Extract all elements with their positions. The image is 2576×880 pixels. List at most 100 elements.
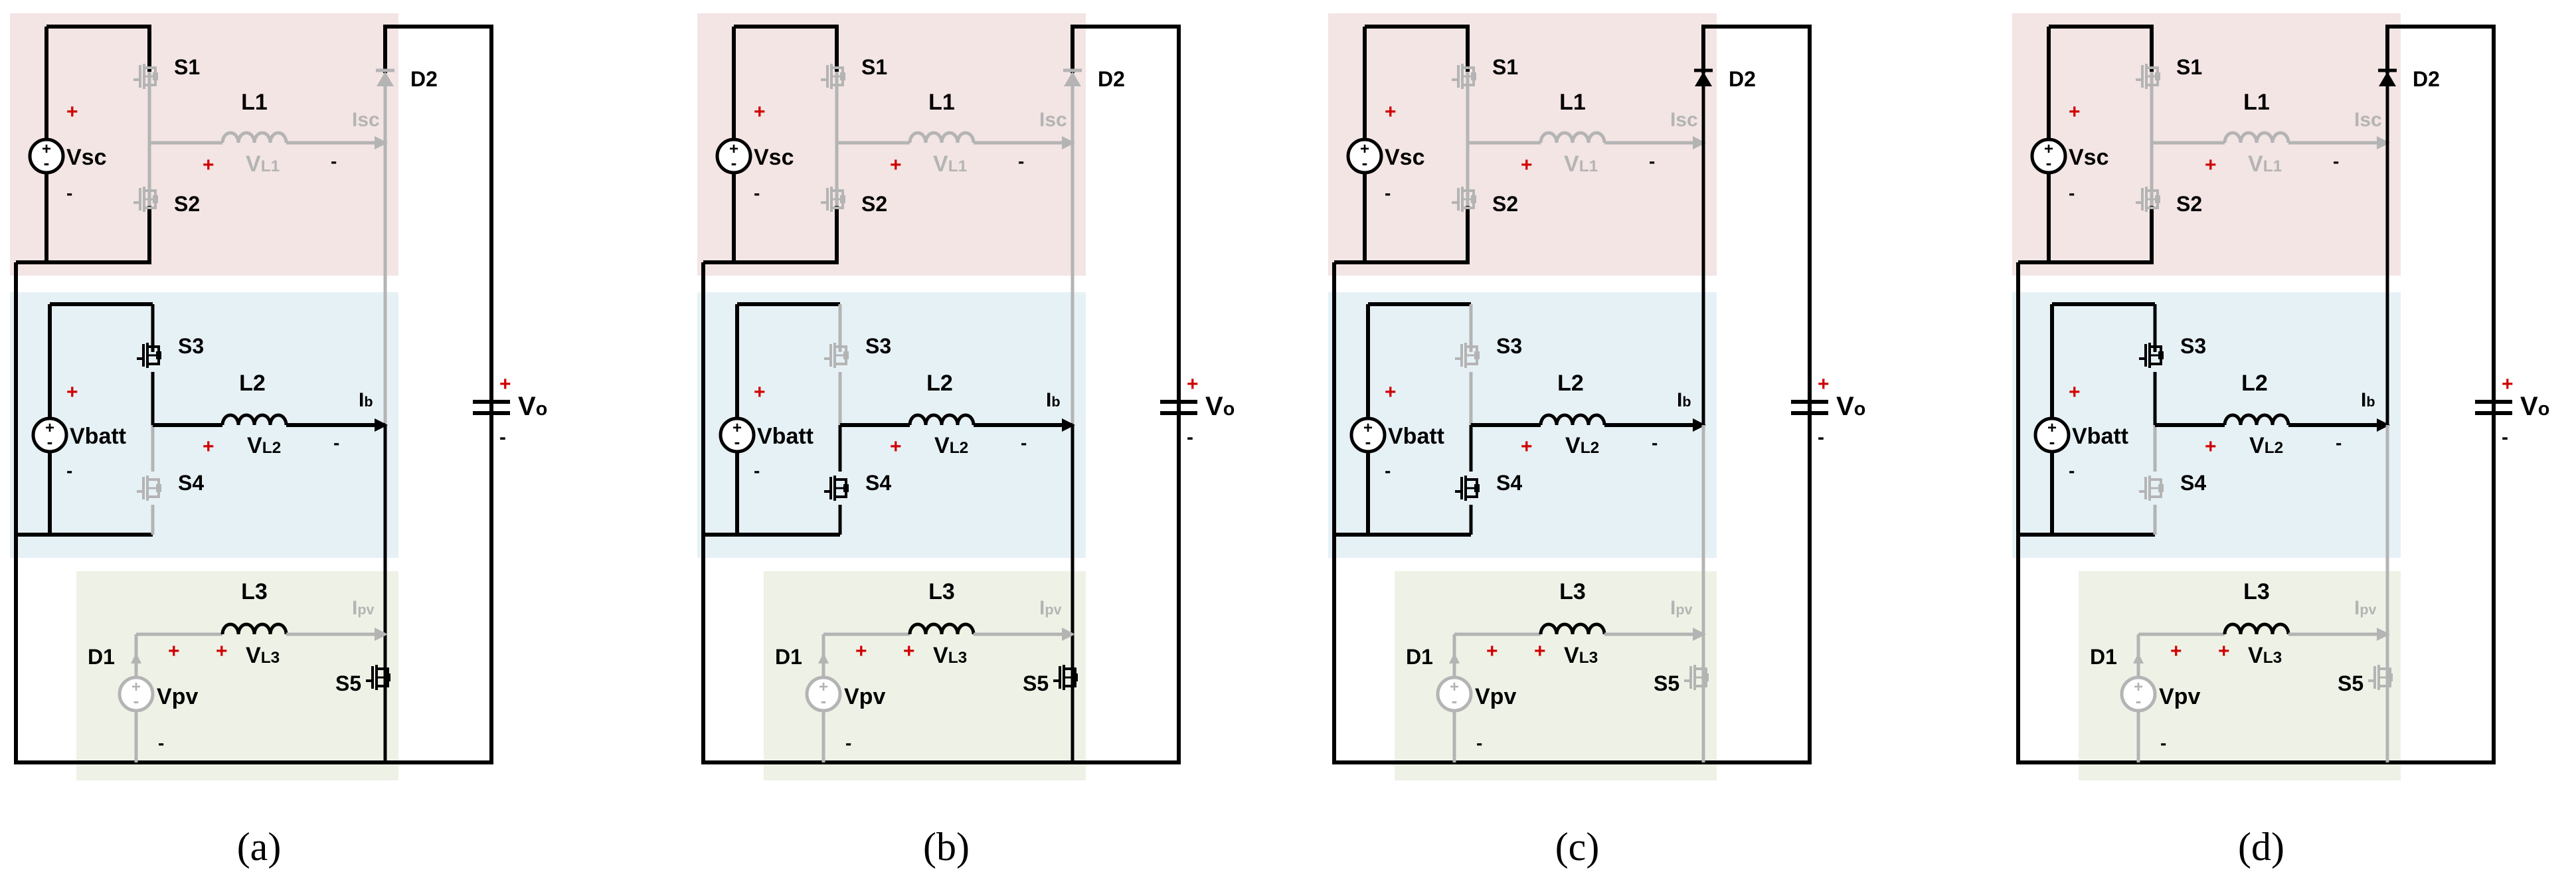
s5-label: S5 — [2338, 671, 2363, 695]
vbatt-plus: + — [66, 381, 78, 403]
vsc-minus: - — [66, 183, 72, 203]
vsc-label: Vsc — [754, 145, 794, 170]
source-minus-sign: - — [44, 153, 50, 173]
l2-label: L2 — [1557, 371, 1584, 396]
source-plus-sign: + — [131, 678, 141, 696]
d2-diode — [376, 68, 394, 86]
source-minus-sign: - — [1452, 691, 1458, 711]
ib-arrow — [1693, 418, 1706, 432]
d1-label: D1 — [88, 645, 115, 669]
vo-minus: - — [1818, 426, 1824, 448]
ib-label: Ib — [359, 389, 373, 411]
body-diode — [1471, 195, 1476, 203]
s5-label: S5 — [1654, 671, 1679, 695]
d1-diode — [818, 653, 829, 663]
vo-plus: + — [1187, 373, 1199, 395]
vbatt-minus: - — [754, 460, 760, 481]
l2-plus: + — [1521, 436, 1533, 458]
vbatt-label: Vbatt — [757, 424, 814, 449]
source-plus-sign: + — [1363, 419, 1373, 437]
source-circle — [31, 416, 68, 454]
vl3-label: VL3 — [933, 643, 967, 668]
l3-label: L3 — [2243, 579, 2270, 604]
inductor-coil — [1539, 413, 1606, 426]
l2-inductor — [1539, 413, 1606, 426]
l1-label: L1 — [928, 90, 955, 115]
d1-plus: + — [2170, 640, 2182, 662]
vl1-label: VL1 — [246, 151, 280, 177]
pv-region — [2079, 571, 2401, 780]
s4-switch — [2139, 476, 2164, 501]
inductor-coil — [908, 413, 976, 426]
s1-switch — [2136, 64, 2160, 89]
l1-inductor — [220, 131, 288, 143]
inductor-coil — [220, 413, 288, 426]
body-diode — [153, 72, 158, 80]
source-circle — [1349, 416, 1387, 454]
source-minus-sign: - — [734, 432, 740, 452]
ipv-label: Ipv — [2354, 597, 2377, 619]
vsc-plus: + — [2069, 101, 2081, 123]
vsc-minus: - — [1385, 183, 1391, 203]
l1-inductor — [2223, 131, 2290, 143]
l1-plus: + — [2205, 154, 2217, 176]
l1-minus: - — [2333, 151, 2339, 171]
body-diode — [1471, 72, 1476, 80]
panel: +-Vsc+-S1S2L1VL1Isc+-D2+-Vbatt+-S3S4L2VL… — [10, 13, 547, 869]
ipv-arrow — [1693, 628, 1706, 641]
source-plus-sign: + — [1450, 678, 1459, 696]
vbatt-plus: + — [1385, 381, 1397, 403]
l1-minus: - — [1649, 151, 1655, 171]
ipv-arrow — [2377, 628, 2390, 641]
sc-bottom-wire — [1365, 206, 1470, 264]
vl3-label: VL3 — [2248, 643, 2282, 668]
s5-switch — [1053, 665, 1078, 690]
source-circle — [715, 137, 752, 175]
vsc-label: Vsc — [2069, 145, 2109, 170]
ib-label: Ib — [1677, 389, 1691, 411]
source-minus-sign: - — [731, 153, 737, 173]
l1-plus: + — [890, 154, 902, 176]
vpv-minus: - — [2160, 733, 2166, 753]
vbatt-minus: - — [2069, 460, 2075, 481]
sc-top-wire — [734, 25, 839, 72]
source-plus-sign: + — [45, 419, 54, 437]
body-diode — [843, 484, 849, 492]
s2-switch — [2136, 187, 2160, 212]
d1-plus: + — [855, 640, 867, 662]
vsc-plus: + — [1385, 101, 1397, 123]
vpv-minus: - — [1476, 733, 1482, 753]
body-diode — [156, 351, 161, 359]
s3-label: S3 — [2180, 334, 2206, 358]
inductor-coil — [220, 131, 288, 143]
sc-top-wire — [46, 25, 151, 72]
body-diode — [153, 195, 158, 203]
vsc-plus: + — [66, 101, 78, 123]
source-plus-sign: + — [42, 140, 51, 158]
body-diode — [385, 673, 390, 681]
l3-label: L3 — [241, 579, 268, 604]
pv-region — [76, 571, 398, 780]
l3-plus: + — [216, 640, 228, 662]
vpv-label: Vpv — [2159, 684, 2200, 709]
vl2-label: VL2 — [2249, 433, 2283, 458]
source-minus-sign: - — [2046, 153, 2052, 173]
body-diode — [840, 195, 845, 203]
s1-label: S1 — [2176, 55, 2202, 79]
inductor-coil — [1539, 622, 1606, 635]
l1-label: L1 — [2243, 90, 2270, 115]
vo-minus: - — [2502, 426, 2508, 448]
l1-inductor — [908, 131, 976, 143]
l1-label: L1 — [1559, 90, 1586, 115]
d2-label: D2 — [1098, 67, 1125, 91]
d1-diode — [1449, 653, 1460, 663]
d2-diode — [1063, 68, 1082, 86]
body-diode — [1073, 673, 1078, 681]
output-return-wire — [14, 25, 493, 764]
ipv-label: Ipv — [1039, 597, 1062, 619]
diode-triangle — [1695, 72, 1712, 86]
inductor-coil — [1539, 131, 1606, 143]
l2-label: L2 — [2241, 371, 2268, 396]
l2-plus: + — [2205, 436, 2217, 458]
